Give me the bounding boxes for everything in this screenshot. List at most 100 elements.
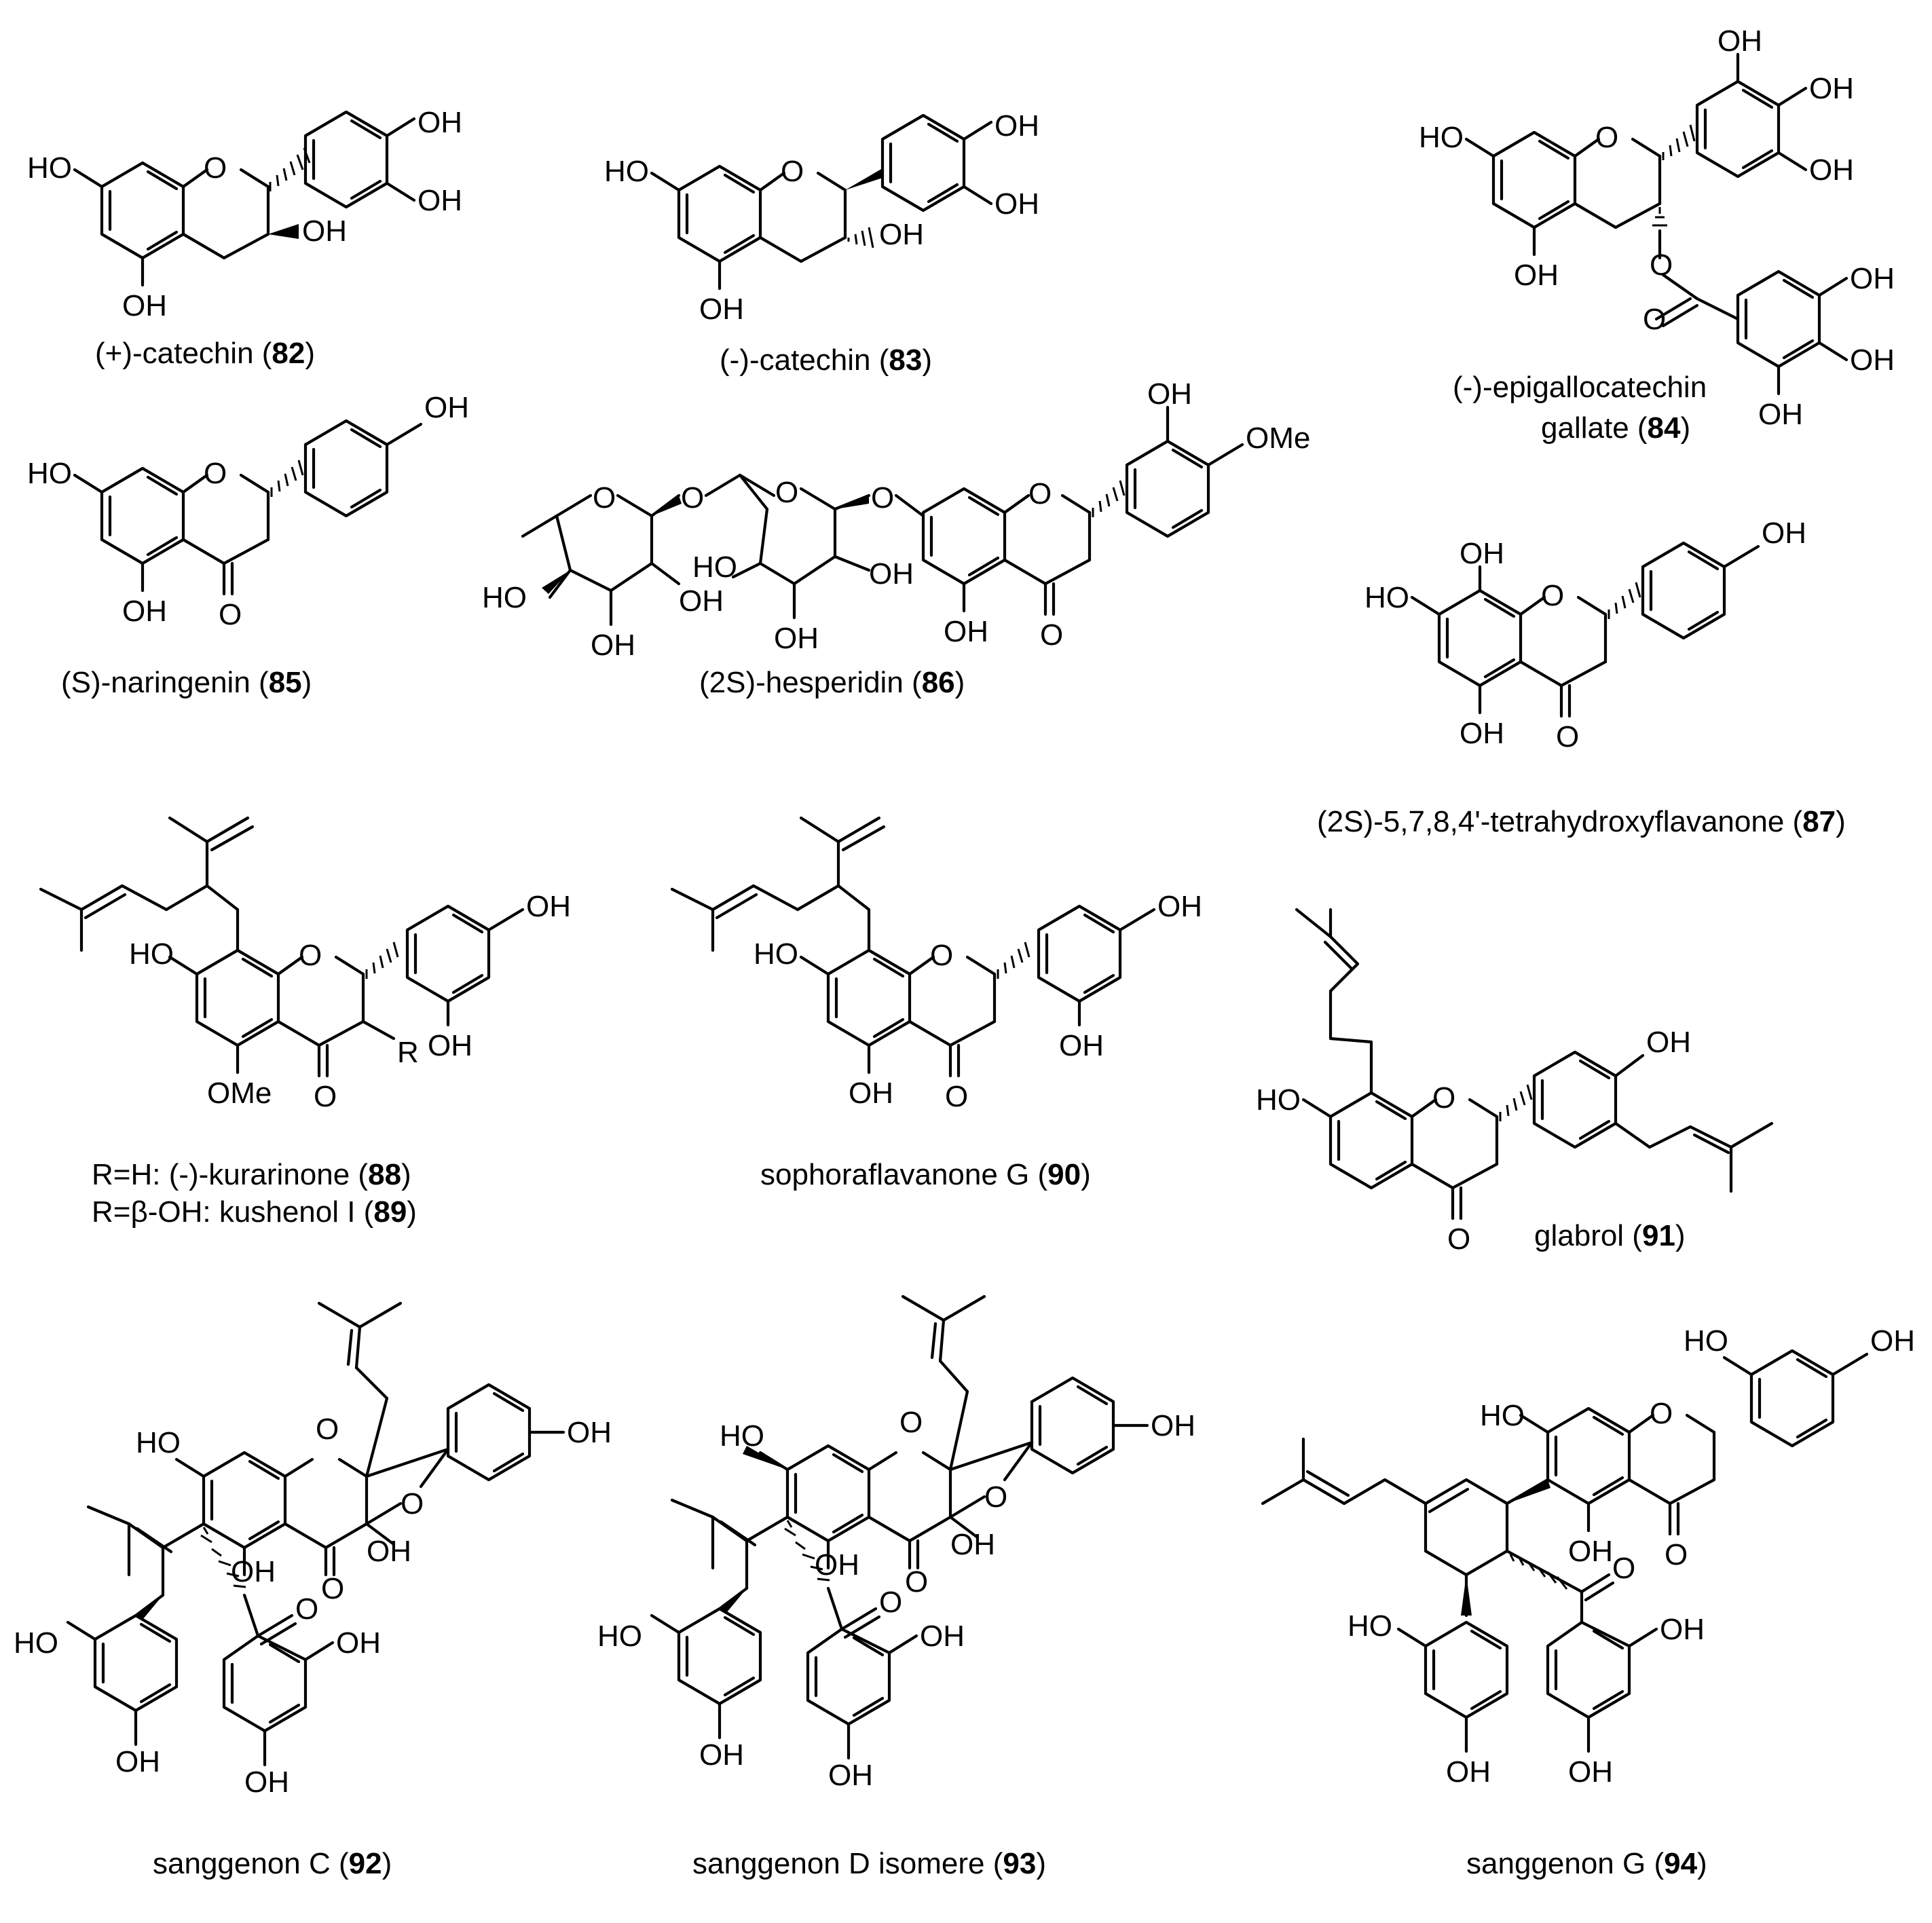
structure-90: O HO OH O OH OH sophoraflavanone G (90): [670, 816, 1202, 1191]
atom-oh-93e: OH: [920, 1620, 965, 1653]
atom-o-84c: O: [1643, 303, 1666, 336]
atom-oh-83b: OH: [879, 218, 924, 251]
atom-o-94a: O: [1650, 1397, 1673, 1430]
caption-83: (-)-catechin (83): [720, 343, 932, 377]
atom-oh-86d: OH: [869, 557, 914, 591]
structure-91: O HO O OH glabrol (91): [1256, 908, 1774, 1256]
atom-oh-93d: OH: [699, 1738, 744, 1772]
atom-o-88b: O: [314, 1080, 337, 1113]
atom-ho-91: HO: [1256, 1083, 1301, 1117]
atom-oh-93a: OH: [815, 1548, 859, 1582]
caption-85: (S)-naringenin (85): [61, 666, 312, 699]
atom-o-90b: O: [945, 1080, 968, 1113]
atom-oh-82d: OH: [417, 184, 462, 217]
atom-o-93c: O: [905, 1565, 928, 1599]
atom-oh-86c: OH: [774, 622, 819, 655]
atom-oh-87b: OH: [1460, 717, 1504, 750]
atom-oh-94e: OH: [1568, 1755, 1613, 1789]
atom-o-91a: O: [1432, 1081, 1455, 1115]
caption-86: (2S)-hesperidin (86): [699, 666, 965, 699]
atom-oh-92d: OH: [115, 1745, 160, 1778]
atom-ho-92a: HO: [136, 1426, 181, 1459]
atom-o-82: O: [204, 151, 227, 185]
caption-92: sanggenon C (92): [153, 1847, 392, 1880]
atom-ho-94c: HO: [1348, 1609, 1392, 1643]
atom-oh-92c: OH: [567, 1416, 612, 1449]
atom-o-83: O: [781, 155, 804, 188]
structure-93: O O HO OH O OH OH O HO OH OH OH sanggeno…: [597, 1294, 1195, 1880]
atom-ho-92b: HO: [14, 1626, 58, 1660]
atom-o-84b: O: [1650, 248, 1673, 282]
atom-oh-82c: OH: [417, 106, 462, 139]
atom-oh-84f: OH: [1850, 343, 1895, 377]
atom-oh-86f: OH: [1147, 377, 1192, 411]
atom-o-92a: O: [316, 1413, 339, 1446]
atom-oh-84g: OH: [1758, 398, 1803, 431]
atom-o-86a: O: [593, 481, 616, 515]
atom-oh-93b: OH: [950, 1528, 995, 1561]
atom-o-86e: O: [1028, 477, 1052, 510]
atom-oh-94c: OH: [1446, 1755, 1491, 1789]
atom-o-88a: O: [299, 939, 322, 972]
atom-o-86b: O: [681, 481, 704, 515]
atom-ho-90: HO: [754, 937, 798, 971]
atom-oh-88a: OH: [526, 890, 571, 923]
atom-ho-85: HO: [27, 457, 72, 490]
atom-oh-92a: OH: [231, 1555, 276, 1588]
atom-oh-90a: OH: [849, 1077, 893, 1110]
atom-ome-86: OMe: [1246, 422, 1310, 455]
atom-o-92d: O: [295, 1592, 318, 1626]
structure-86: O O O O O HO OH OH HO OH OH OH O OH OMe …: [482, 377, 1310, 699]
atom-o-87a: O: [1541, 579, 1564, 612]
structure-85: O HO OH O OH (S)-naringenin (85): [27, 391, 469, 699]
caption-88: R=H: (-)-kurarinone (88): [92, 1158, 411, 1191]
atom-o-85a: O: [204, 457, 227, 490]
structure-92: O O HO OH O OH OH O HO OH OH OH sanggeno…: [14, 1301, 612, 1880]
caption-82: (+)-catechin (82): [95, 337, 315, 370]
caption-84-line2: gallate (84): [1541, 411, 1690, 445]
atom-o-94c: O: [1612, 1552, 1635, 1585]
atom-oh-88b: OH: [428, 1029, 472, 1062]
atom-oh-92b: OH: [367, 1535, 411, 1568]
atom-oh-83d: OH: [995, 187, 1039, 221]
atom-oh-87c: OH: [1762, 517, 1806, 550]
atom-oh-84a: OH: [1514, 259, 1559, 292]
atom-oh-92f: OH: [244, 1766, 289, 1799]
atom-ho-82: HO: [27, 151, 72, 185]
caption-91: glabrol (91): [1534, 1219, 1686, 1252]
atom-o-92b: O: [401, 1487, 424, 1520]
atom-o-93d: O: [879, 1586, 902, 1619]
structure-82: O HO OH OH OH OH (+)-catechin (82): [27, 106, 462, 370]
atom-ho-86a: HO: [482, 581, 527, 614]
atom-oh-83a: OH: [699, 293, 744, 326]
atom-ho-88: HO: [129, 937, 174, 971]
caption-89: R=β-OH: kushenol I (89): [92, 1195, 417, 1229]
atom-o-91b: O: [1447, 1222, 1470, 1256]
structure-84: O HO OH O O OH OH OH OH OH OH (-)-epigal…: [1419, 24, 1895, 445]
caption-87: (2S)-5,7,8,4'-tetrahydroxyflavanone (87): [1317, 805, 1846, 838]
atom-oh-91: OH: [1646, 1026, 1691, 1059]
atom-oh-86b: OH: [679, 584, 724, 618]
atom-oh-94d: OH: [1660, 1613, 1705, 1646]
atom-ho-87: HO: [1364, 581, 1409, 614]
atom-oh-86a: OH: [591, 629, 635, 662]
structure-83: O HO OH OH OH OH (-)-catechin (83): [604, 109, 1039, 377]
atom-ho-86b: HO: [692, 550, 737, 584]
caption-94: sanggenon G (94): [1466, 1847, 1707, 1880]
atom-ome-88: OMe: [207, 1077, 272, 1110]
atom-o-87b: O: [1556, 720, 1579, 753]
atom-o-93a: O: [899, 1406, 923, 1439]
atom-ho-94b: HO: [1684, 1324, 1728, 1358]
atom-ho-94a: HO: [1480, 1399, 1525, 1432]
atom-oh-90b: OH: [1157, 890, 1202, 923]
atom-r-88: R: [397, 1036, 419, 1069]
atom-oh-84c: OH: [1809, 72, 1854, 105]
atom-oh-82b: OH: [302, 214, 347, 248]
atom-oh-92e: OH: [336, 1626, 381, 1660]
structure-88-89: O HO OMe O R OH OH R=H: (-)-kurarinone (…: [39, 816, 571, 1229]
atom-oh-93c: OH: [1151, 1409, 1195, 1442]
atom-oh-85b: OH: [424, 391, 469, 424]
structure-87: O OH HO OH O OH (2S)-5,7,8,4'-tetrahydro…: [1317, 517, 1846, 838]
atom-ho-93a: HO: [720, 1419, 764, 1453]
